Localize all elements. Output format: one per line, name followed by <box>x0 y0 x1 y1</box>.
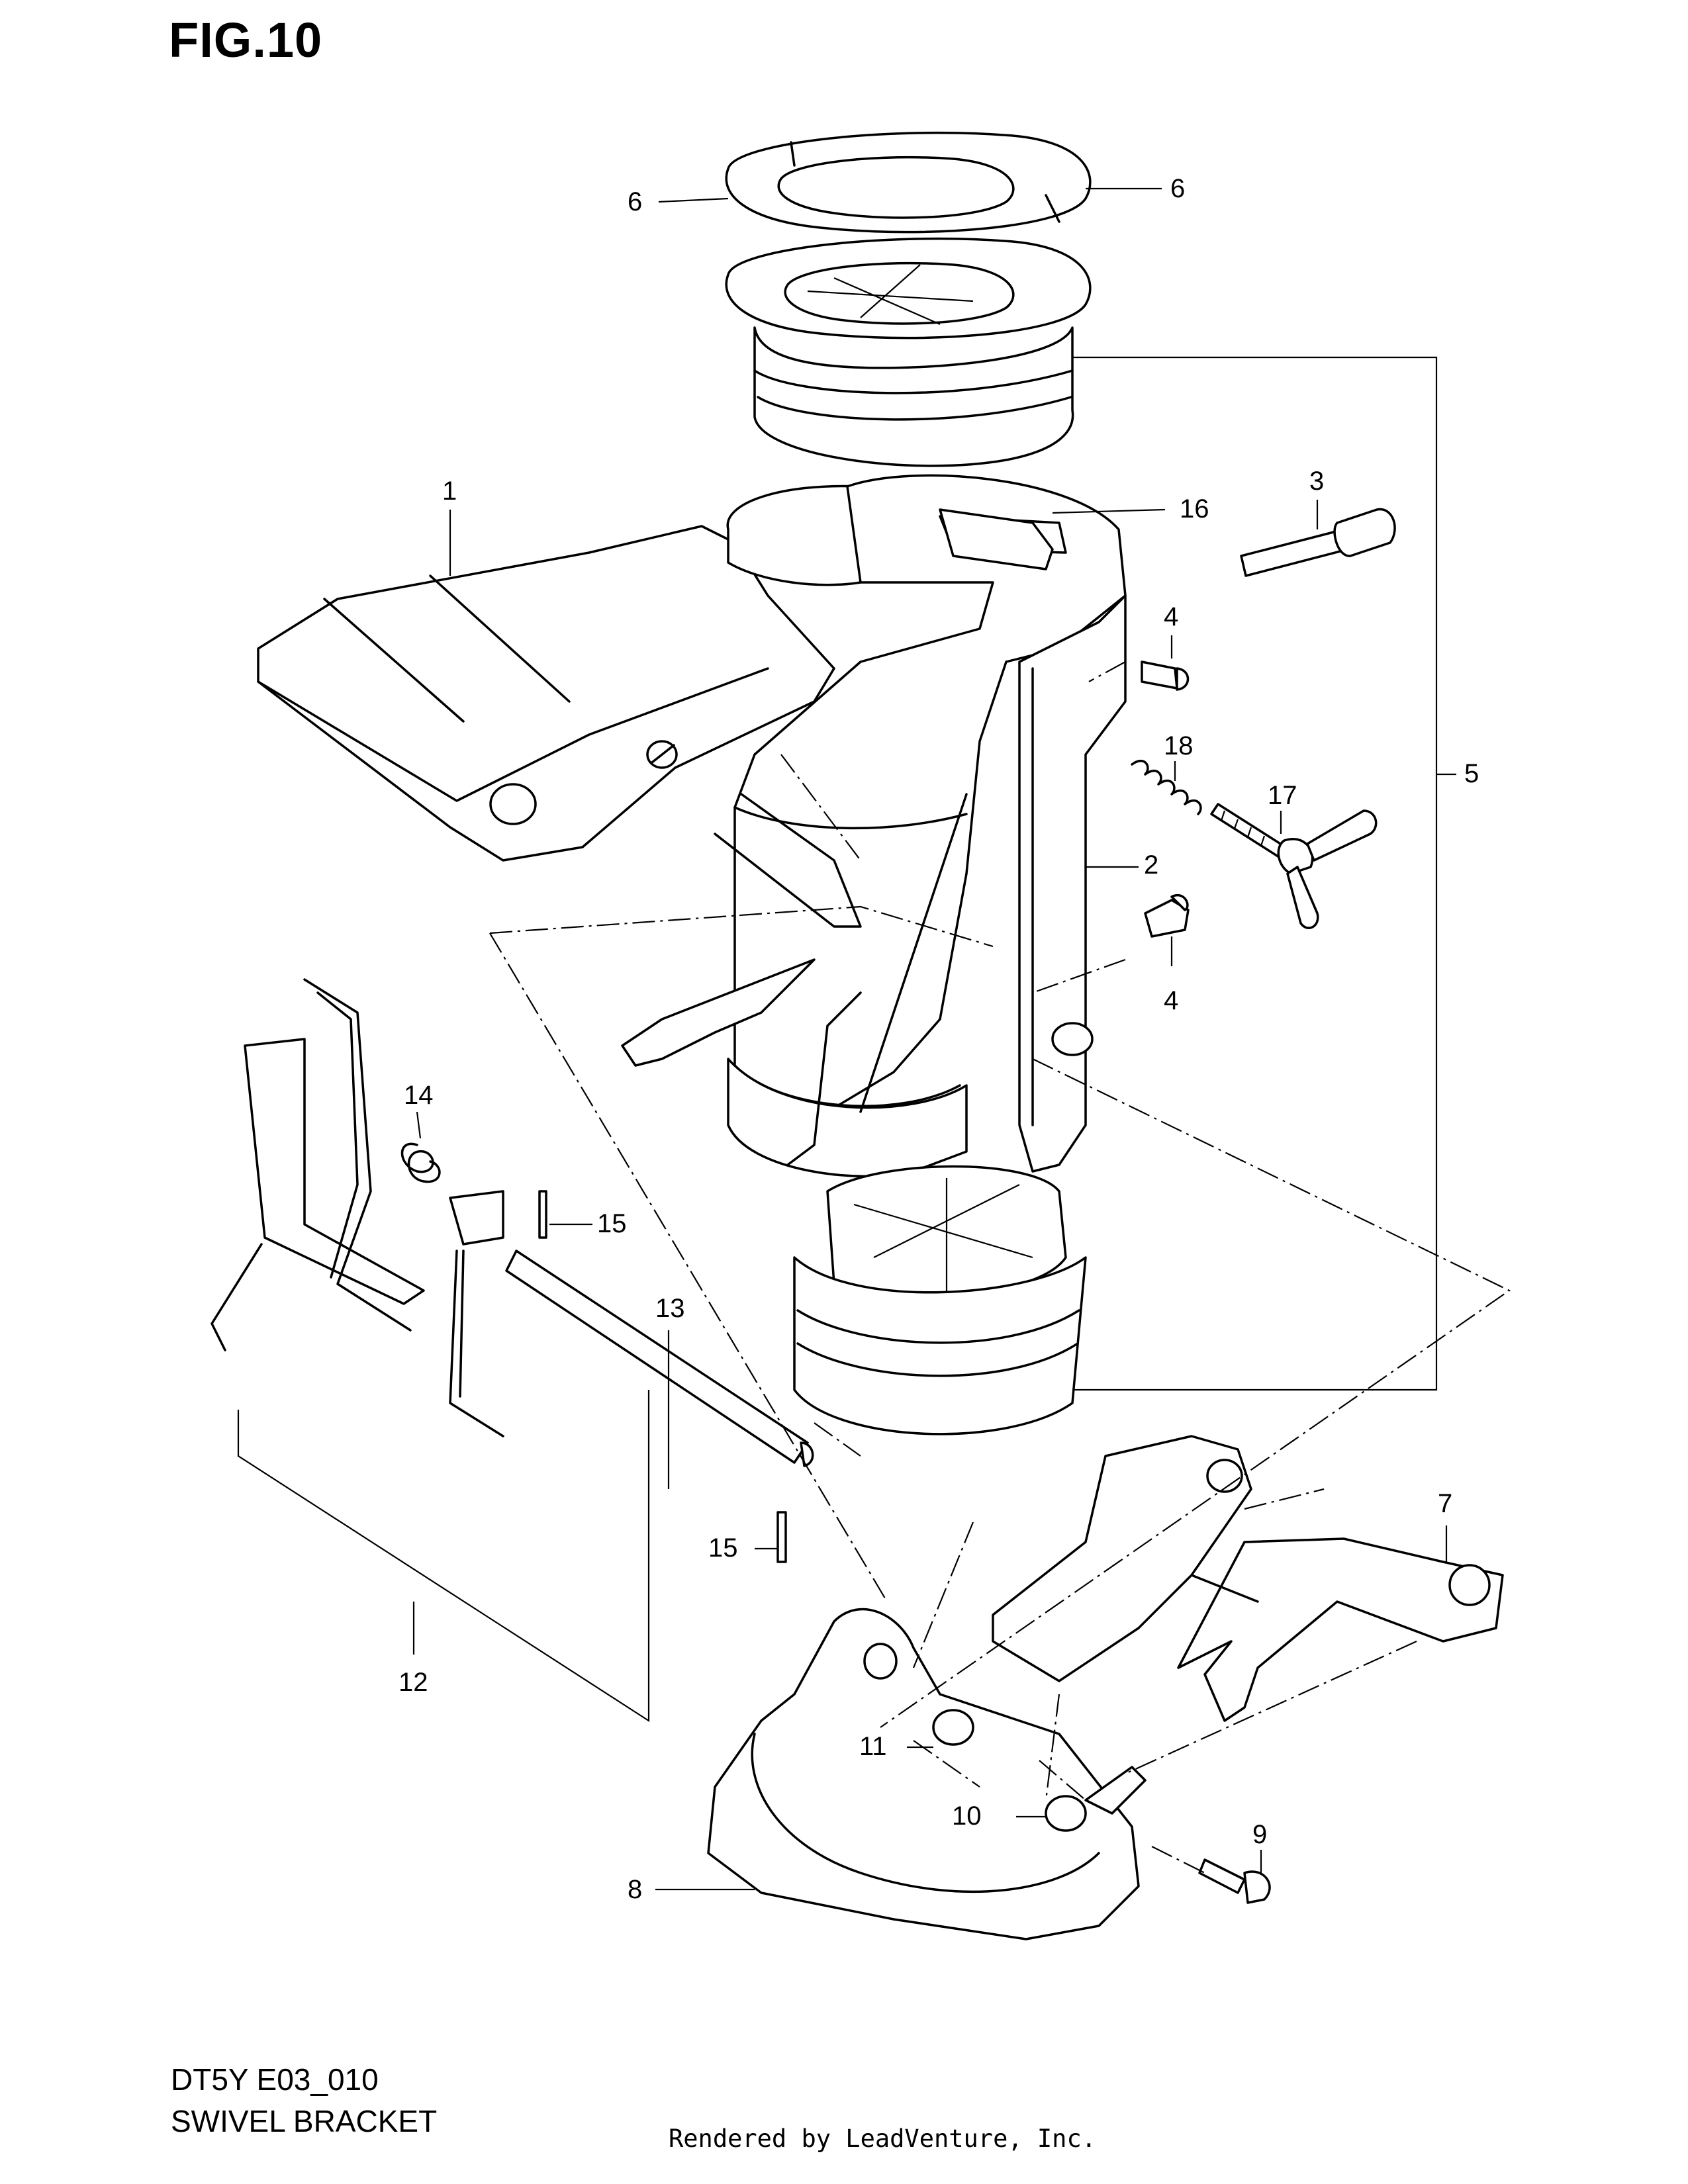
callout-8: 8 <box>628 1875 642 1904</box>
part-14-spring <box>400 1142 441 1183</box>
leader-lines <box>412 187 1456 1891</box>
lower-bushing <box>793 1165 1087 1435</box>
callout-9: 9 <box>1252 1820 1267 1849</box>
part-18-spring <box>1131 759 1202 815</box>
render-credit: Rendered by LeadVenture, Inc. <box>669 2124 1097 2153</box>
callout-16: 16 <box>1180 494 1209 523</box>
model-code: DT5Y E03_010 <box>171 2062 379 2097</box>
callout-4-upper: 4 <box>1164 602 1178 631</box>
callout-15-lower: 15 <box>708 1533 738 1563</box>
swivel-arm <box>992 1435 1252 1682</box>
part-1-bracket-plate <box>257 525 835 862</box>
callout-18: 18 <box>1164 731 1194 760</box>
part-10-collar <box>1045 1795 1087 1832</box>
construction-lines <box>489 661 1511 1874</box>
callout-6-left: 6 <box>628 187 642 216</box>
part-13-tilt-rod <box>505 1250 814 1467</box>
callout-5: 5 <box>1464 759 1479 788</box>
callout-17: 17 <box>1268 781 1297 810</box>
part-11-collar <box>932 1709 974 1746</box>
part-17-wing-bolt <box>1210 803 1378 929</box>
part-6-thrust-washers <box>725 131 1092 340</box>
part-12-clamp-rods <box>211 978 650 1723</box>
upper-bushing <box>753 326 1074 467</box>
callout-2: 2 <box>1144 850 1158 880</box>
callout-14: 14 <box>404 1081 434 1110</box>
part-8-stopper-frame <box>707 1608 1147 1940</box>
callout-6-right: 6 <box>1170 174 1185 203</box>
callout-11: 11 <box>859 1732 887 1761</box>
part-3-bolt <box>1240 508 1396 577</box>
callout-labels: 1 2 3 4 4 5 6 6 7 8 9 10 11 12 13 14 15 … <box>399 174 1479 1904</box>
callout-7: 7 <box>1438 1489 1452 1518</box>
callout-15-upper: 15 <box>597 1209 627 1238</box>
part-4-grease-nipple-lower <box>1144 894 1190 938</box>
callout-4-lower: 4 <box>1164 986 1178 1015</box>
part-16-stopper <box>939 508 1054 570</box>
callout-12: 12 <box>399 1668 428 1697</box>
callout-3: 3 <box>1309 467 1324 496</box>
part-15-pin-upper <box>538 1190 547 1239</box>
part-15-pin-lower <box>776 1511 787 1563</box>
callout-10: 10 <box>952 1801 982 1831</box>
callout-1: 1 <box>442 477 457 506</box>
part-4-grease-nipple-upper <box>1141 660 1190 691</box>
callout-13: 13 <box>655 1294 685 1323</box>
figure-label: FIG.10 <box>169 13 323 68</box>
part-9-bolt <box>1198 1858 1271 1904</box>
diagram-title: SWIVEL BRACKET <box>171 2104 438 2138</box>
